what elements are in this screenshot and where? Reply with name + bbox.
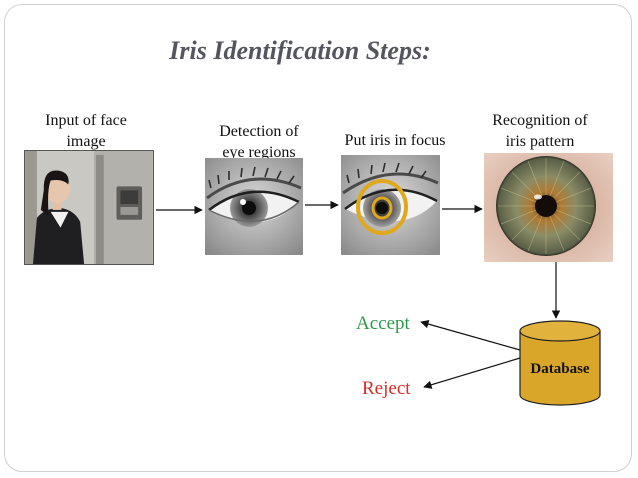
accept-label: Accept [356,313,410,334]
reject-label: Reject [362,378,411,399]
slide-frame [4,4,632,472]
step-label-detection: Detection of eye regions [198,121,320,163]
face-input-photo [24,150,154,265]
iris-focus-photo [341,155,440,255]
step-label-focus: Put iris in focus [330,130,460,151]
database-cylinder [519,320,601,406]
arrow-database-to-reject [423,357,521,389]
step-label-input: Input of face image [26,110,146,152]
iris-pattern-photo [484,153,613,262]
arrow-database-to-accept [420,320,521,351]
slide-title: Iris Identification Steps: [169,36,431,65]
step-label-line: iris pattern [505,133,575,150]
database-label: Database [530,361,590,377]
step-label-line: image [66,133,106,150]
eye-region-photo [205,158,303,255]
step-label-line: Input of face [45,112,127,129]
step-label-line: Recognition of [492,112,588,129]
step-label-line: Detection of [219,123,299,140]
step-label-line: eye regions [222,144,296,161]
step-label-line: Put iris in focus [344,132,446,149]
step-label-recognition: Recognition of iris pattern [476,110,604,152]
